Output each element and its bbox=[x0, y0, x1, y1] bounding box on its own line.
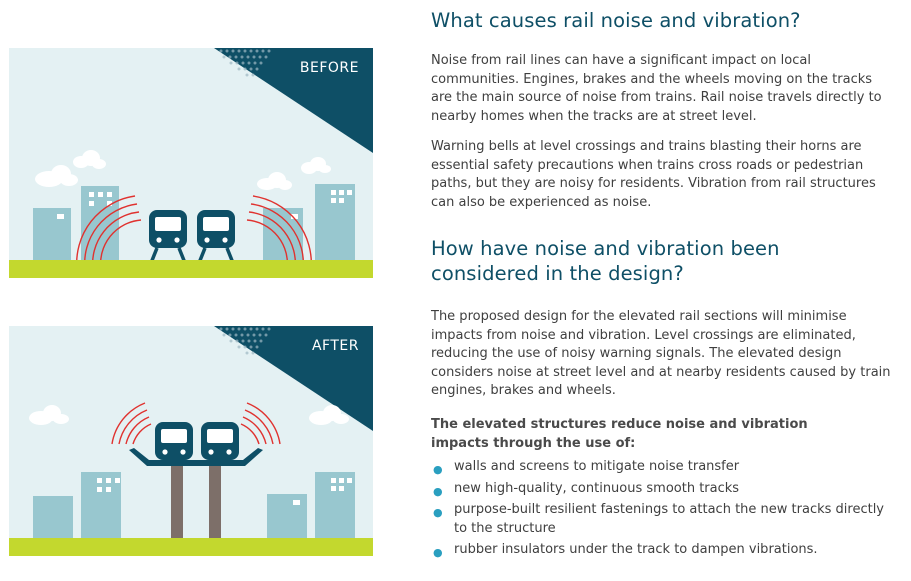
buildings bbox=[33, 184, 355, 260]
train-left bbox=[155, 422, 193, 460]
paragraph-noise-sources: Noise from rail lines can have a signifi… bbox=[431, 53, 882, 124]
paragraph-proposed-design: The proposed design for the elevated rai… bbox=[431, 309, 891, 399]
viaduct-deck bbox=[129, 448, 263, 466]
after-illustration: AFTER bbox=[9, 326, 373, 556]
building-windows bbox=[97, 478, 352, 505]
before-scene bbox=[9, 48, 373, 278]
bullet-icon: ● bbox=[433, 463, 443, 476]
buildings bbox=[33, 472, 355, 538]
section-heading-design: How have noise and vibration been consid… bbox=[431, 237, 780, 285]
bullets-lead: The elevated structures reduce noise and… bbox=[431, 417, 808, 451]
bullet-icon: ● bbox=[433, 546, 443, 560]
before-illustration: BEFORE bbox=[9, 48, 373, 278]
section-heading-causes: What causes rail noise and vibration? bbox=[431, 9, 801, 32]
corner-dots bbox=[219, 327, 271, 355]
bullet-icon: ● bbox=[433, 506, 443, 520]
clouds bbox=[35, 150, 331, 190]
building-windows bbox=[57, 190, 352, 219]
after-label: AFTER bbox=[311, 338, 359, 354]
after-scene bbox=[9, 326, 373, 556]
list-item: ●purpose-built resilient fastenings to a… bbox=[433, 502, 884, 536]
clouds bbox=[29, 405, 349, 425]
list-item: ●walls and screens to mitigate noise tra… bbox=[431, 458, 891, 477]
paragraph-warning-bells: Warning bells at level crossings and tra… bbox=[431, 139, 876, 210]
bullet-icon: ● bbox=[433, 484, 443, 498]
list-item: ●rubber insulators under the track to da… bbox=[431, 541, 891, 560]
train-right bbox=[197, 210, 235, 264]
ground bbox=[9, 538, 373, 556]
list-item: ●new high-quality, continuous smooth tra… bbox=[431, 480, 891, 499]
noise-waves bbox=[111, 402, 281, 445]
before-label: BEFORE bbox=[299, 60, 359, 76]
train-left bbox=[149, 210, 187, 264]
ground bbox=[9, 260, 373, 278]
pillars bbox=[171, 466, 221, 540]
corner-dots bbox=[219, 49, 271, 77]
train-right bbox=[201, 422, 239, 460]
measures-list: ●walls and screens to mitigate noise tra… bbox=[431, 458, 891, 563]
